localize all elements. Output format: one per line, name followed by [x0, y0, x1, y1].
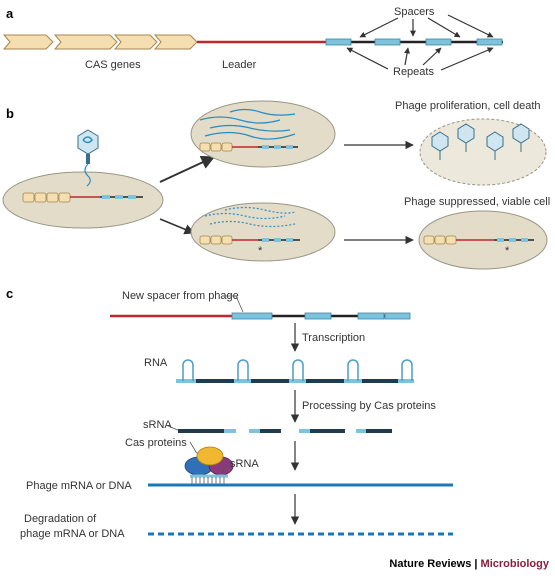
leader-label: Leader [222, 59, 257, 71]
cas-genes-label: CAS genes [85, 59, 141, 71]
rna-hairpins [182, 359, 413, 381]
srna-pointer [165, 424, 181, 432]
viable-cell [418, 210, 548, 270]
mini-cas-genes [22, 192, 71, 203]
spacers-label: Spacers [394, 6, 435, 18]
arrow-to-phage-cell [159, 155, 216, 183]
base-pairing-ticks [191, 477, 225, 484]
crispr-array-c [110, 312, 411, 320]
credit-separator: | [471, 558, 480, 570]
credit-journal: Nature Reviews [389, 558, 471, 570]
new-spacer-asterisk: * [258, 245, 263, 257]
panel-c-letter: c [6, 286, 13, 301]
outcome-bottom-label: Phage suppressed, viable cell [404, 196, 550, 208]
degradation-label-line2: phage mRNA or DNA [20, 528, 125, 540]
panel-b-letter: b [6, 106, 14, 121]
srna-label: sRNA [143, 419, 172, 431]
arrow-to-immune-cell [159, 218, 195, 235]
srna-label-2: sRNA [230, 458, 259, 470]
cas-proteins-label: Cas proteins [125, 437, 187, 449]
outcome-top-label: Phage proliferation, cell death [395, 100, 541, 112]
spacer-pointer-arrows [359, 14, 494, 38]
phage-icon [77, 129, 99, 187]
infected-cell [2, 171, 164, 229]
panel-a-letter: a [6, 6, 14, 21]
cas-gene-arrows [2, 34, 198, 50]
lysed-cell [419, 118, 547, 186]
processing-label: Processing by Cas proteins [302, 400, 436, 412]
cell-phage-replicating [190, 100, 336, 168]
transcription-label: Transcription [302, 332, 365, 344]
credit-section: Microbiology [481, 558, 550, 570]
target-label: Phage mRNA or DNA [26, 480, 132, 492]
rna-label: RNA [144, 357, 168, 369]
degradation-label-line1: Degradation of [24, 513, 97, 525]
cas-protein-complex [184, 446, 234, 478]
journal-credit: Nature Reviews | Microbiology [389, 558, 549, 570]
viable-asterisk: * [505, 245, 510, 257]
repeats-label: Repeats [393, 66, 434, 78]
new-spacer-pointer [222, 295, 244, 313]
repeat-pointer-arrows [346, 47, 494, 71]
new-spacer-label: New spacer from phage [122, 290, 239, 302]
srna-pointer-2 [220, 463, 229, 475]
cell-immune-response [190, 202, 336, 262]
crispr-array-a [325, 38, 503, 46]
